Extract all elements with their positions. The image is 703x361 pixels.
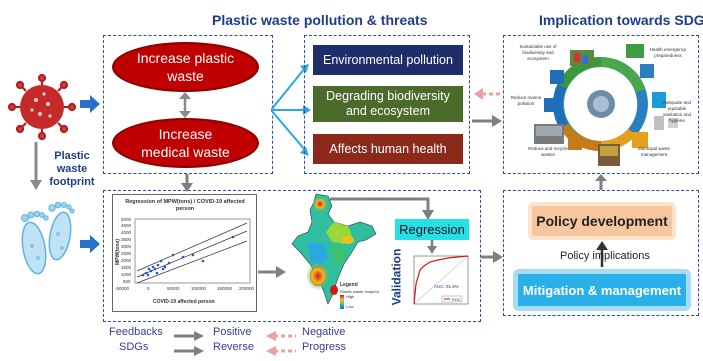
legend-progress: Progress — [302, 341, 347, 353]
x-tick: 50000 — [167, 286, 180, 291]
mitigation-management-box: Mitigation & management — [513, 269, 691, 311]
policy-box — [503, 190, 699, 316]
arrow-right-icon — [481, 250, 503, 268]
sdg-label-sanitation: Adequate and equitable sanitation and hy… — [662, 100, 692, 123]
arrow-right-icon — [80, 235, 100, 258]
regression-chart-title: Regression of MPW(tons) / COVID-19 affec… — [125, 199, 245, 212]
y-tick: 3000 — [121, 244, 132, 249]
regression-xlabel: COVID-19 affected person — [153, 299, 215, 305]
bidirectional-arrow-icon — [178, 92, 192, 123]
x-tick: 200000 — [239, 286, 255, 291]
y-tick: 5000 — [121, 217, 132, 222]
roc-chart: AUC: 91.9% ROC — [408, 254, 472, 314]
policy-implications-label: Policy implications — [560, 250, 650, 262]
sdg-label-recycle: Reduce and recycle wastes — [528, 146, 568, 157]
map-legend: Legend Plastic waste footprint High Low — [340, 282, 390, 310]
plastic-waste-footprint-label: Plastic waste footprint — [49, 150, 95, 188]
y-tick: 500 — [123, 279, 131, 284]
down-arrow-icon — [181, 174, 193, 197]
sdg-label-health: Health emergency preparedness — [649, 47, 687, 58]
footprints-image — [14, 196, 80, 288]
negative-feedback-arrow — [474, 87, 500, 106]
legend-feedbacks: Feedbacks — [109, 326, 163, 338]
x-tick: 0 — [147, 286, 150, 291]
legend-positive-arrow — [174, 328, 204, 346]
arrow-right-icon — [258, 265, 286, 283]
down-arrow-icon — [427, 240, 437, 259]
positive-feedback-arrow — [472, 114, 502, 133]
environmental-pollution-box: Environmental pollution — [313, 45, 463, 75]
roc-auc: AUC: 91.9% — [434, 284, 459, 289]
y-tick: 3500 — [121, 237, 132, 242]
analysis-box — [103, 190, 481, 322]
legend-negative: Negative — [302, 326, 346, 338]
y-tick: 1000 — [121, 272, 132, 277]
legend-sdgs: SDGs — [119, 341, 149, 353]
header-implication-sdgs: Implication towards SDGs — [539, 12, 703, 28]
effects-box — [304, 35, 470, 174]
y-tick: 1500 — [121, 265, 132, 270]
x-tick: 100000 — [191, 286, 207, 291]
causes-box — [103, 35, 273, 174]
india-heatmap — [288, 192, 380, 312]
y-tick: 2500 — [121, 251, 132, 256]
arrow-right-icon — [80, 95, 100, 118]
up-arrow-icon — [595, 174, 607, 195]
legend-reverse-arrow — [174, 343, 204, 361]
sdgs-box — [503, 35, 699, 174]
x-tick: -50000 — [115, 286, 130, 291]
down-arrow-icon — [30, 142, 42, 197]
roc-legend: ROC — [452, 297, 461, 302]
y-tick: 4500 — [121, 223, 132, 228]
map-legend-high: High — [346, 294, 355, 299]
x-tick: 150000 — [217, 286, 233, 291]
y-tick: 2000 — [121, 258, 132, 263]
map-legend-subtitle: Plastic waste footprint — [340, 289, 379, 294]
affects-human-health-box: Affects human health — [313, 134, 463, 164]
legend-reverse: Reverse — [213, 341, 254, 353]
virus-image — [6, 73, 78, 141]
map-legend-title: Legend — [340, 282, 358, 288]
sdg-label-marine: Reduce marine pollution — [510, 95, 542, 106]
map-legend-low: Low — [346, 304, 354, 309]
up-arrow-icon — [596, 241, 608, 272]
map-to-regression-arrow — [330, 196, 440, 225]
policy-development-box: Policy development — [528, 202, 676, 240]
sdg-label-biodiversity: Sustainable use of biodiversity and ecos… — [519, 44, 557, 61]
legend-negative-arrow — [266, 328, 296, 346]
regression-label: Regression — [395, 219, 469, 240]
y-tick: 4000 — [121, 230, 132, 235]
regression-chart: Regression of MPW(tons) / COVID-19 affec… — [112, 194, 257, 312]
sdg-wheel-graphic — [504, 36, 698, 173]
sdg-label-municipal: Municipal waste management — [637, 146, 670, 157]
legend-progress-arrow — [266, 343, 296, 361]
legend-positive: Positive — [213, 326, 252, 338]
validation-label: Validation — [389, 248, 404, 306]
header-plastic-waste: Plastic waste pollution & threats — [212, 12, 428, 28]
